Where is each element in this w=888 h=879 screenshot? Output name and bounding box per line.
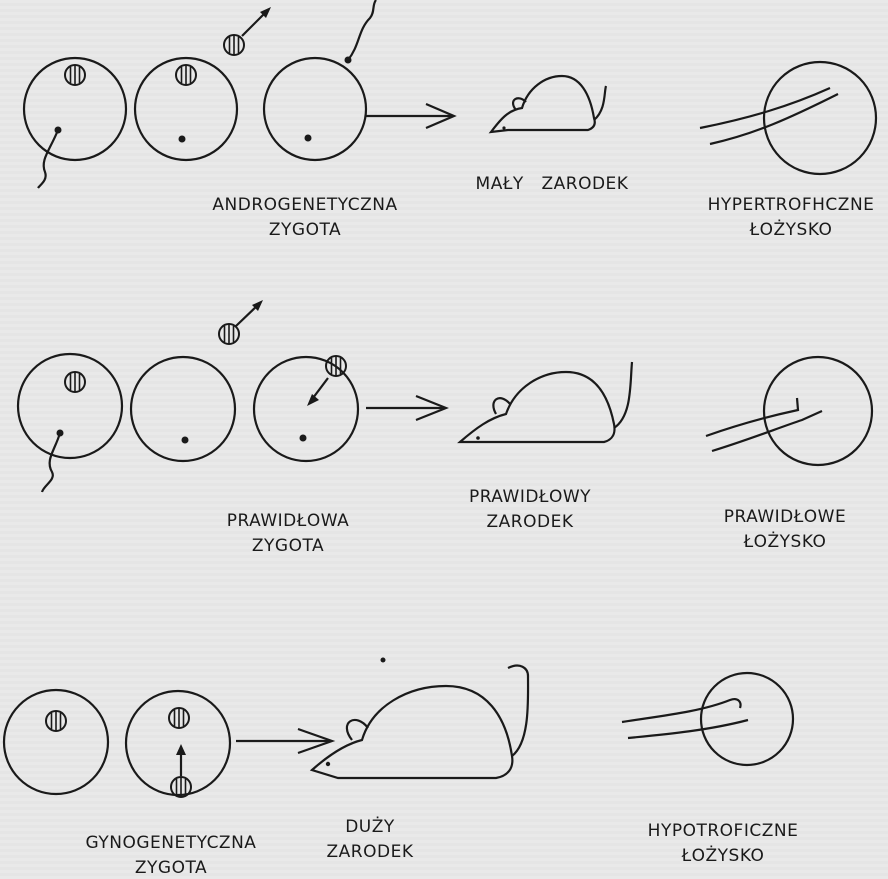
arrow-row2 <box>366 396 446 420</box>
normal-mouse <box>460 362 632 442</box>
placenta-caption-hypotrophic: HYPOTROFICZNE ŁOŻYSKO <box>628 819 818 869</box>
row-androgenetic <box>24 0 876 188</box>
caption-line: ZARODEK <box>430 510 630 535</box>
zygote-cell-8 <box>126 691 230 797</box>
caption-line: HYPERTROFHCZNE <box>694 193 888 218</box>
embryo-caption-normal: PRAWIDŁOWY ZARODEK <box>430 485 630 535</box>
caption-line: ZYGOTA <box>56 856 286 879</box>
embryo-caption-small: MAŁY ZARODEK <box>462 172 642 197</box>
caption-line: PRAWIDŁOWE <box>700 505 870 530</box>
caption-line: DUŻY <box>300 815 440 840</box>
small-mouse <box>491 76 606 132</box>
large-mouse <box>312 666 528 778</box>
zygote-cell-1 <box>24 58 126 188</box>
caption-line: GYNOGENETYCZNA <box>56 831 286 856</box>
placenta-caption-hypertrophic: HYPERTROFHCZNE ŁOŻYSKO <box>694 193 888 243</box>
caption-line: ZARODEK <box>300 840 440 865</box>
zygote-cell-4 <box>18 354 122 492</box>
caption-line: PRAWIDŁOWA <box>178 509 398 534</box>
caption-line: ŁOŻYSKO <box>700 530 870 555</box>
caption-line: ŁOŻYSKO <box>628 844 818 869</box>
row-normal <box>18 300 872 492</box>
zygote-cell-6 <box>254 356 358 461</box>
zygote-cell-3 <box>224 0 376 160</box>
embryo-caption-large: DUŻY ZARODEK <box>300 815 440 865</box>
caption-word: ZARODEK <box>542 174 629 194</box>
caption-line: ANDROGENETYCZNA <box>190 193 420 218</box>
caption-line: PRAWIDŁOWY <box>430 485 630 510</box>
placenta-hypotrophic <box>622 673 793 765</box>
caption-word: MAŁY <box>476 174 524 194</box>
caption-line: HYPOTROFICZNE <box>628 819 818 844</box>
caption-line: MAŁY ZARODEK <box>462 172 642 197</box>
zygote-caption-normal: PRAWIDŁOWA ZYGOTA <box>178 509 398 559</box>
zygote-cell-2 <box>135 58 237 160</box>
arrow-row3 <box>236 729 332 753</box>
caption-line: ZYGOTA <box>190 218 420 243</box>
placenta-hypertrophic <box>700 62 876 174</box>
caption-line: ZYGOTA <box>178 534 398 559</box>
zygote-caption-androgenetic: ANDROGENETYCZNA ZYGOTA <box>190 193 420 243</box>
zygote-caption-gynogenetic: GYNOGENETYCZNA ZYGOTA <box>56 831 286 879</box>
scan-speck <box>381 658 386 663</box>
placenta-caption-normal: PRAWIDŁOWE ŁOŻYSKO <box>700 505 870 555</box>
placenta-normal <box>706 357 872 465</box>
arrow-row1 <box>366 104 454 128</box>
zygote-cell-7 <box>4 690 108 794</box>
zygote-cell-5 <box>131 300 263 461</box>
row-gynogenetic <box>4 666 793 797</box>
caption-line: ŁOŻYSKO <box>694 218 888 243</box>
